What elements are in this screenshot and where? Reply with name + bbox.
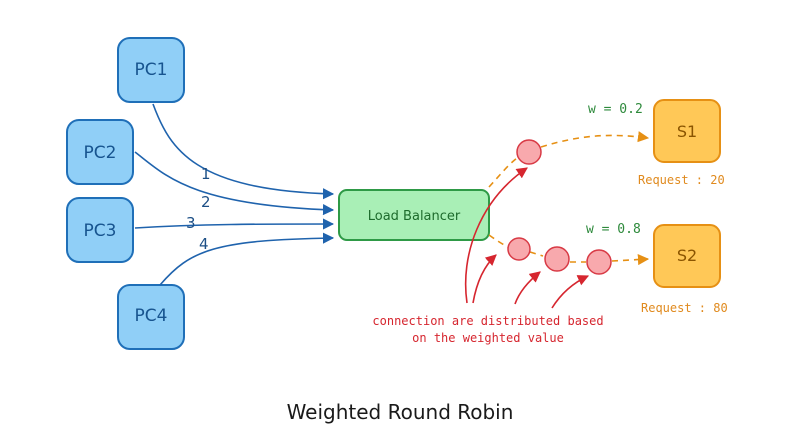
client-pc1: PC1 [117,37,185,103]
annotation-arrow-2 [472,254,497,304]
route-to-s2-segment-d [611,253,650,266]
server-s2: S2 [653,224,721,288]
route-to-s1-segment-b [540,131,650,148]
client-pc1-label: PC1 [135,60,168,80]
arrow-label-2: 2 [201,193,211,211]
arrow-label-3: 3 [186,214,196,232]
route-to-s1-segment-a [488,157,518,188]
server-s1-requests: Request : 20 [638,173,725,187]
load-balancer-label: Load Balancer [368,209,461,224]
server-s2-label: S2 [677,246,697,265]
server-s2-weight: w = 0.8 [586,222,641,237]
packet-s2-2 [544,246,570,272]
arrow-pc1-to-lb [152,103,335,200]
load-balancer: Load Balancer [338,189,490,241]
annotation-line-2: on the weighted value [412,331,564,345]
client-pc2-label: PC2 [84,143,117,163]
client-pc3-label: PC3 [84,221,117,241]
client-pc4-label: PC4 [135,306,168,326]
packet-s1-1 [516,139,542,165]
client-pc4: PC4 [117,284,185,350]
route-to-s2-segment-b [529,251,544,257]
arrow-label-4: 4 [199,235,209,253]
server-s2-requests: Request : 80 [641,301,728,315]
packet-s2-3 [586,249,612,275]
client-pc3: PC3 [66,197,134,263]
packet-s2-1 [507,237,531,261]
arrow-pc2-to-lb [134,151,335,216]
arrow-pc4-to-lb [159,232,335,286]
arrow-pc3-to-lb [134,218,335,230]
server-s1: S1 [653,99,721,163]
server-s1-weight: w = 0.2 [588,102,643,117]
diagram-title: Weighted Round Robin [287,400,514,424]
annotation-arrow-1 [464,167,528,304]
server-s1-label: S1 [677,122,697,141]
annotation-line-1: connection are distributed based [372,314,603,328]
client-pc2: PC2 [66,119,134,185]
annotation-arrow-4 [551,275,590,309]
arrow-label-1: 1 [201,165,211,183]
annotation-arrow-3 [514,271,541,305]
route-to-s2-segment-a [488,234,509,248]
